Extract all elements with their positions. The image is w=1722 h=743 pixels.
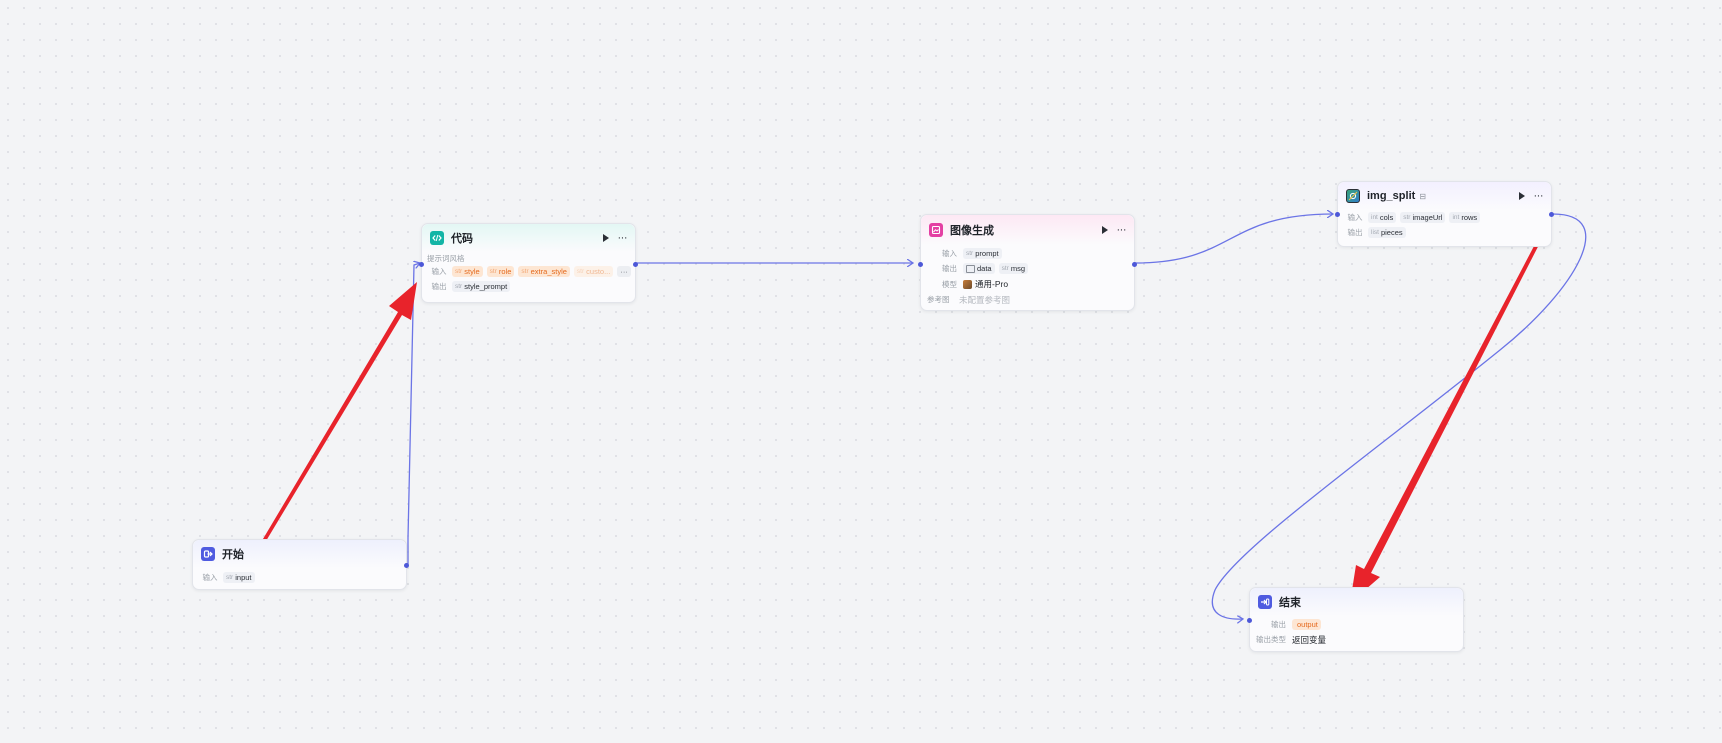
output-chip-data: data [963, 263, 995, 274]
end-icon [1258, 595, 1272, 609]
plugin-tag-icon: ⊟ [1419, 191, 1426, 201]
edge-start-to-code[interactable] [407, 263, 420, 565]
annotation-arrow-to-code [260, 282, 417, 546]
run-icon[interactable] [602, 234, 609, 242]
input-handle[interactable] [918, 262, 923, 267]
reference-value: 未配置参考图 [959, 294, 1011, 305]
more-icon[interactable]: ··· [1533, 190, 1544, 202]
node-code-subtitle: 提示词风格 [427, 253, 465, 263]
output-label: 输出 [942, 264, 957, 273]
node-img-split-title: img_split [1367, 190, 1416, 202]
input-label: 输入 [431, 267, 447, 276]
model-label: 模型 [942, 279, 957, 289]
output-type-label: 输出类型 [1256, 635, 1286, 644]
output-handle[interactable] [1549, 212, 1554, 217]
output-label: 输出 [1347, 228, 1363, 237]
node-code-title: 代码 [451, 233, 473, 245]
node-end[interactable]: 结束 输出 output 输出类型 返回变量 [1247, 587, 1464, 652]
node-code-header[interactable]: 代码 ··· [422, 224, 635, 252]
start-icon [201, 547, 215, 561]
run-icon[interactable] [1518, 192, 1525, 200]
more-icon[interactable]: ··· [1116, 224, 1127, 236]
node-end-header[interactable]: 结束 [1250, 588, 1463, 616]
node-start-header[interactable]: 开始 [193, 540, 406, 568]
output-handle[interactable] [1132, 262, 1137, 267]
run-icon[interactable] [1101, 226, 1108, 234]
node-end-title: 结束 [1279, 597, 1301, 609]
node-image-gen-header[interactable]: 图像生成 ··· [921, 215, 1134, 245]
input-label: 输入 [1347, 213, 1363, 222]
output-label: 输出 [1271, 620, 1286, 629]
code-icon [430, 231, 444, 245]
node-start-title: 开始 [222, 549, 244, 561]
output-type-value: 返回变量 [1292, 634, 1327, 645]
node-image-gen-title: 图像生成 [950, 225, 994, 237]
output-handle[interactable] [633, 262, 638, 267]
image-type-icon [966, 264, 975, 273]
model-value: 通用-Pro [975, 279, 1009, 289]
edge-image-gen-to-img-split[interactable] [1134, 214, 1333, 264]
model-avatar-icon [963, 279, 972, 289]
output-chip: output [1292, 619, 1321, 630]
input-handle[interactable] [419, 262, 424, 267]
input-label: 输入 [942, 249, 957, 258]
annotation-arrow-to-end [1350, 229, 1546, 603]
edge-img-split-to-end[interactable] [1211, 213, 1587, 619]
input-label: 输入 [202, 573, 218, 582]
more-inputs-button[interactable]: ··· [617, 266, 631, 277]
node-img-split-header[interactable]: img_split ⊟ ··· [1338, 182, 1551, 210]
image-gen-icon [929, 223, 943, 237]
more-icon[interactable]: ··· [617, 232, 628, 244]
output-label: 输出 [431, 282, 447, 291]
input-handle[interactable] [1335, 212, 1340, 217]
input-handle[interactable] [1247, 618, 1252, 623]
reference-label: 参考图 [927, 295, 950, 304]
img-split-icon [1346, 189, 1360, 203]
output-handle[interactable] [404, 563, 409, 568]
